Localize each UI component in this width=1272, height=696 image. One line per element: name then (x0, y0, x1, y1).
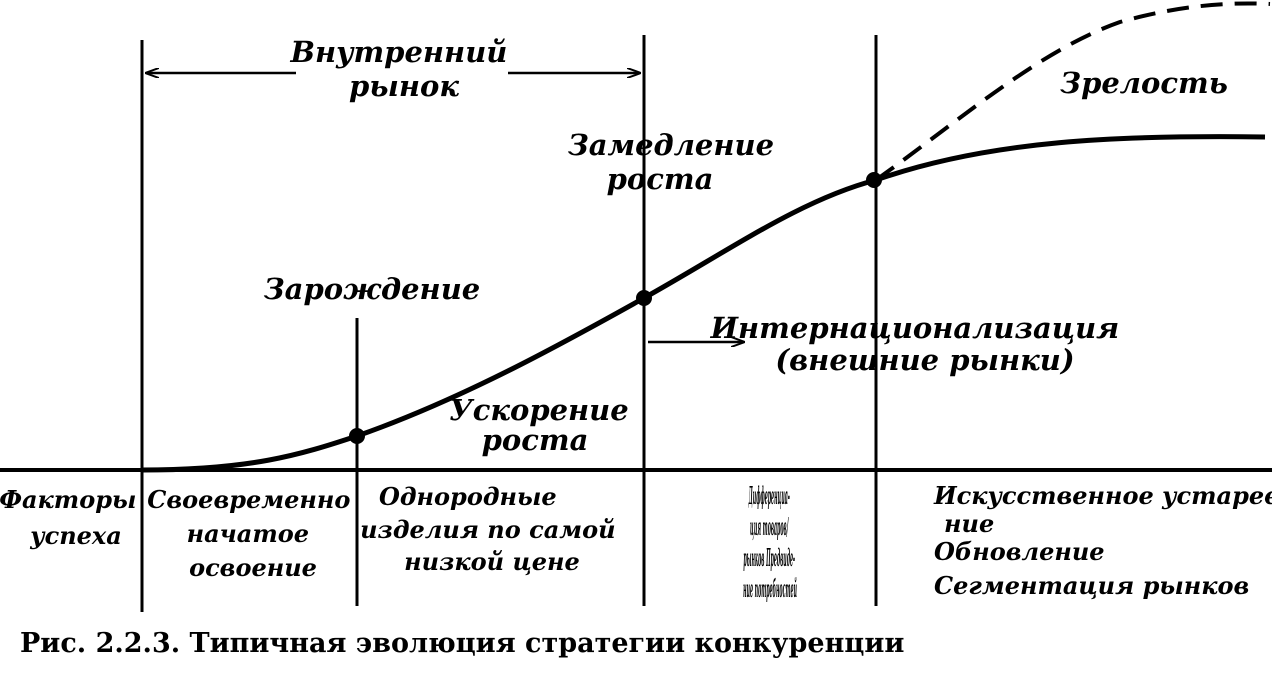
internationalization-label: Интернационализация (внешние рынки) (710, 311, 1130, 377)
success-factors-label: Факторы успеха (0, 485, 145, 550)
birth-point (349, 428, 365, 444)
homogeneous-products-label: Однородные изделия по самой низкой цене (360, 482, 624, 576)
obsolescence-label: Искусственное устарева- ние Обновление С… (933, 481, 1272, 600)
maturity-label: Зрелость (1060, 66, 1228, 100)
internal-market-label: Внутренний рынок (290, 35, 518, 103)
figure-caption: Рис. 2.2.3. Типичная эволюция стратегии … (20, 628, 905, 659)
maturity-point (866, 172, 882, 188)
birth-label: Зарождение (264, 272, 480, 306)
slowdown-point (636, 290, 652, 306)
dashed-growth-curve (874, 1, 1271, 182)
timely-mastery-label: Своевременно начатое освоение (147, 485, 358, 582)
life-cycle-curve (141, 134, 1266, 473)
differentiation-label: Дифференциа- ция товаров/ рынков Предвид… (743, 481, 797, 603)
slowdown-label: Замедление роста (568, 128, 784, 196)
acceleration-label: Ускорение роста (449, 393, 639, 457)
